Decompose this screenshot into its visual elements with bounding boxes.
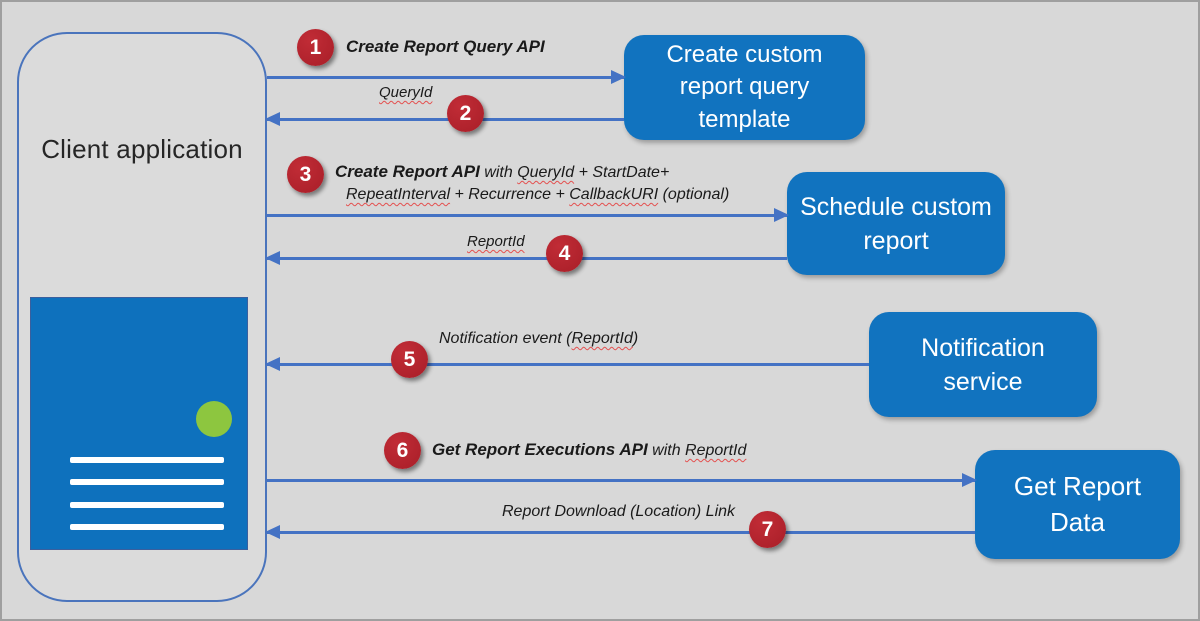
- arrowhead-left-icon: [265, 357, 280, 371]
- arrowhead-left-icon: [265, 525, 280, 539]
- green-dot-icon: [196, 401, 232, 437]
- label-step-3-line-1: Create Report API with QueryId + StartDa…: [335, 162, 669, 182]
- service-notification-service: Notification service: [869, 312, 1097, 417]
- label-step-5-pre: Notification event (: [439, 330, 572, 347]
- client-application-label: Client application: [41, 134, 243, 164]
- document-text-line: [70, 524, 224, 530]
- label-step-3-line-2: RepeatInterval + Recurrence + CallbackUR…: [346, 186, 729, 204]
- arrow-6-get-executions-icon: [267, 473, 977, 487]
- arrowhead-left-icon: [265, 112, 280, 126]
- label-step-6-value: ReportId: [685, 442, 747, 459]
- arrow-1-create-query-icon: [267, 70, 626, 84]
- document-text-line: [70, 502, 224, 508]
- label-step-3-optional: (optional): [658, 186, 730, 203]
- label-step-6-with: with: [647, 442, 686, 459]
- label-step-6-api: Get Report Executions API: [432, 440, 648, 459]
- step-badge-5: 5: [391, 341, 428, 378]
- arrow-4-reportid-icon: [265, 251, 787, 265]
- document-text-line: [70, 457, 224, 463]
- label-step-2-value: QueryId: [379, 84, 433, 101]
- label-step-4-value: ReportId: [467, 233, 525, 250]
- arrowhead-right-icon: [774, 208, 789, 222]
- step-badge-1: 1: [297, 29, 334, 66]
- label-step-7: Report Download (Location) Link: [502, 503, 735, 521]
- label-step-3-with: with: [479, 164, 518, 181]
- step-badge-4: 4: [546, 235, 583, 272]
- label-step-3-param1: QueryId: [517, 164, 575, 181]
- step-badge-3: 3: [287, 156, 324, 193]
- report-document-icon: [30, 297, 248, 550]
- arrow-5-notification-icon: [265, 357, 869, 371]
- label-step-3-param3: CallbackURI: [569, 186, 659, 203]
- service-get-report-data: Get Report Data: [975, 450, 1180, 559]
- label-step-3-plus1: + StartDate+: [574, 164, 670, 181]
- label-step-3-mid: + Recurrence +: [450, 186, 570, 203]
- step-badge-7: 7: [749, 511, 786, 548]
- label-step-3-param2: RepeatInterval: [346, 186, 451, 203]
- label-step-3-api: Create Report API: [335, 162, 480, 181]
- label-step-5: Notification event (ReportId): [439, 330, 638, 348]
- service-schedule-custom-report: Schedule custom report: [787, 172, 1005, 275]
- arrow-3-create-report-icon: [267, 208, 789, 222]
- step-badge-2: 2: [447, 95, 484, 132]
- arrowhead-right-icon: [962, 473, 977, 487]
- arrowhead-right-icon: [611, 70, 626, 84]
- document-text-line: [70, 479, 224, 485]
- label-step-1-api: Create Report Query API: [346, 37, 545, 56]
- label-step-6: Get Report Executions API with ReportId: [432, 440, 746, 460]
- client-application-container: Client application: [17, 32, 267, 602]
- label-step-5-post: ): [632, 330, 639, 347]
- arrow-7-download-link-icon: [265, 525, 975, 539]
- service-create-report-query-template: Create custom report query template: [624, 35, 865, 140]
- label-step-2: QueryId: [379, 84, 432, 101]
- label-step-1: Create Report Query API: [346, 37, 545, 57]
- label-step-7-value: Report Download (Location) Link: [502, 503, 736, 520]
- label-step-5-value: ReportId: [571, 330, 633, 347]
- arrowhead-left-icon: [265, 251, 280, 265]
- step-badge-6: 6: [384, 432, 421, 469]
- label-step-4: ReportId: [467, 233, 525, 250]
- arrow-2-queryid-icon: [265, 112, 624, 126]
